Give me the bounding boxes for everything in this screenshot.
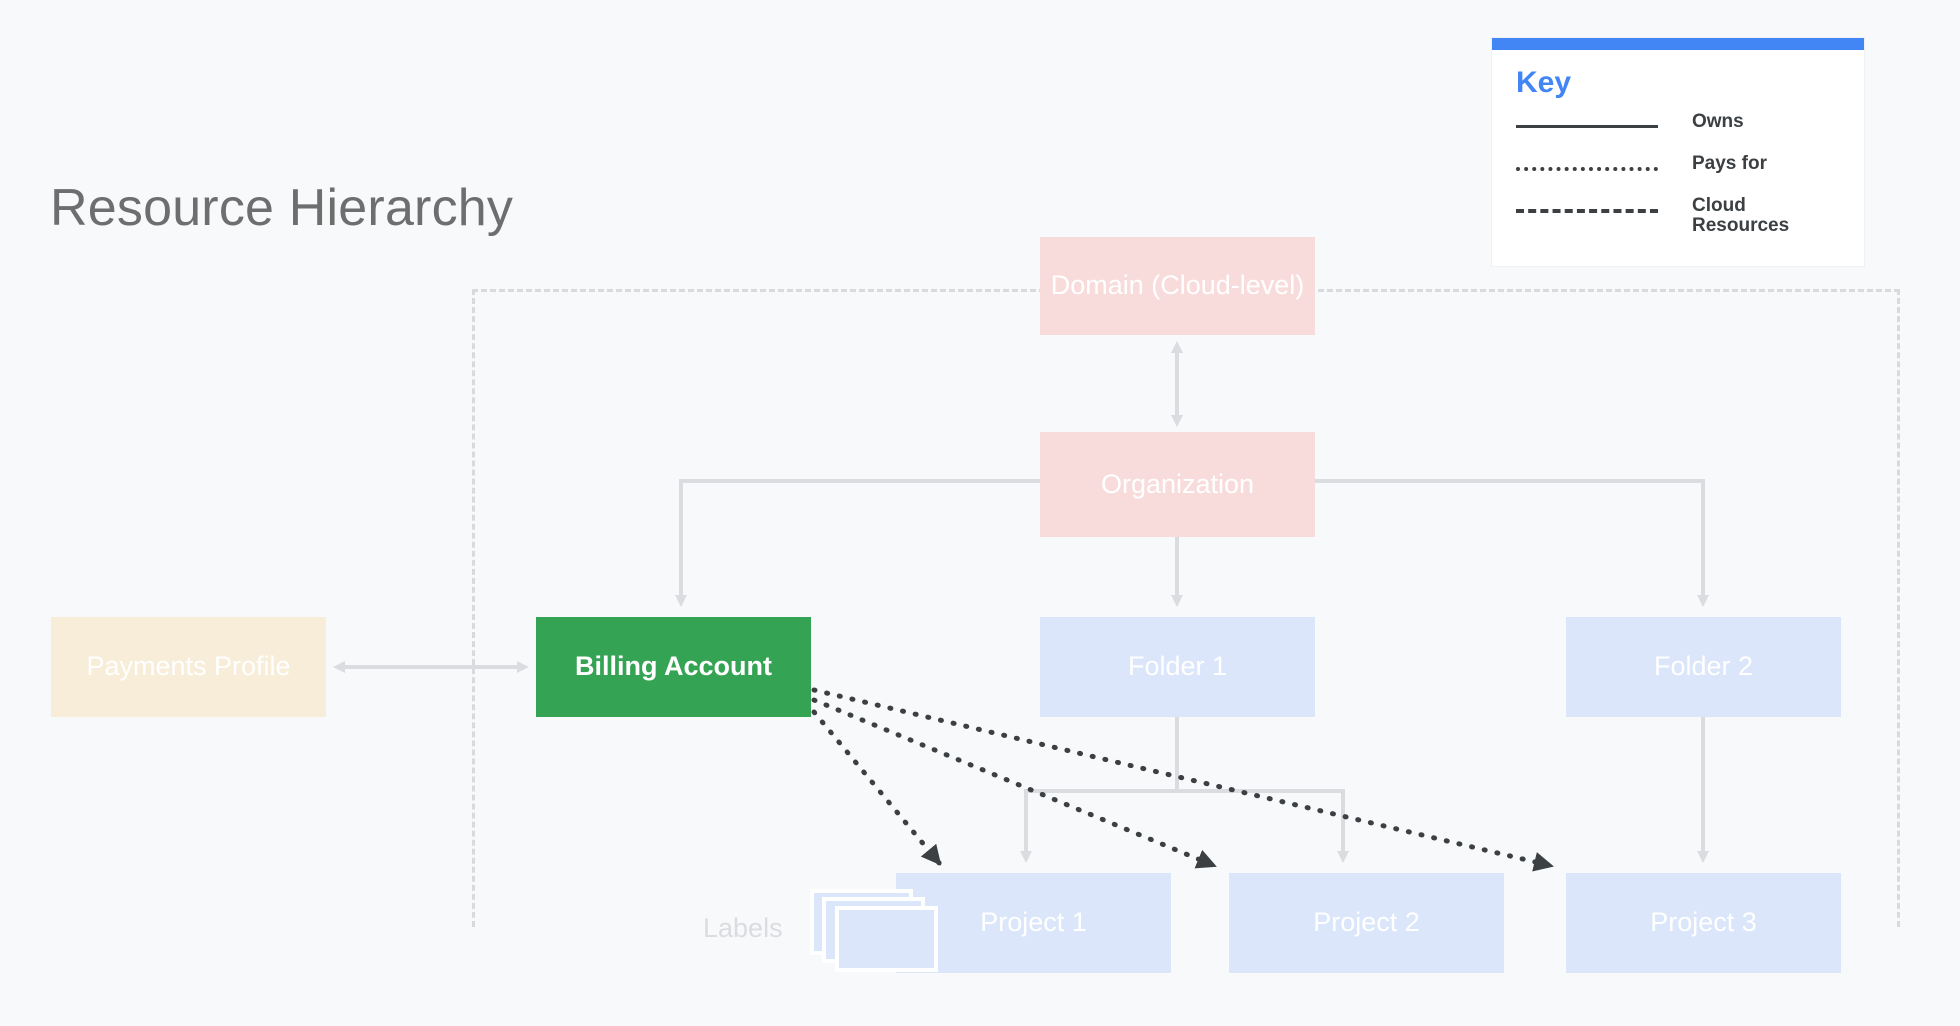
key-row-cloud-resources: Cloud Resources	[1516, 196, 1840, 236]
dotted-line-sample-icon	[1516, 158, 1658, 178]
node-folder-1[interactable]: Folder 1	[1040, 617, 1315, 717]
node-billing-account[interactable]: Billing Account	[536, 617, 811, 717]
key-body: Key Owns Pays for Cloud Resources	[1492, 50, 1864, 266]
node-project-2[interactable]: Project 2	[1229, 873, 1504, 973]
solid-line-sample-icon	[1516, 116, 1658, 136]
node-folder-2[interactable]: Folder 2	[1566, 617, 1841, 717]
key-heading: Key	[1516, 66, 1572, 99]
node-project-1[interactable]: Project 1	[896, 873, 1171, 973]
node-domain[interactable]: Domain (Cloud-level)	[1040, 237, 1315, 335]
key-legend-card: Key Owns Pays for Cloud Resources	[1492, 38, 1864, 266]
key-label-owns: Owns	[1692, 111, 1744, 132]
key-accent-bar	[1492, 38, 1864, 50]
page-title: Resource Hierarchy	[50, 179, 514, 237]
key-label-pays-for: Pays for	[1692, 153, 1767, 174]
key-row-owns: Owns	[1516, 112, 1840, 138]
label-card-stack	[810, 889, 940, 979]
node-project-3[interactable]: Project 3	[1566, 873, 1841, 973]
dashed-line-sample-icon	[1516, 200, 1658, 220]
key-label-cloud-resources: Cloud Resources	[1692, 195, 1790, 236]
node-payments-profile[interactable]: Payments Profile	[51, 617, 326, 717]
key-row-pays-for: Pays for	[1516, 154, 1840, 180]
label-card	[835, 906, 938, 972]
labels-annotation: Labels	[703, 913, 783, 943]
node-organization[interactable]: Organization	[1040, 432, 1315, 537]
